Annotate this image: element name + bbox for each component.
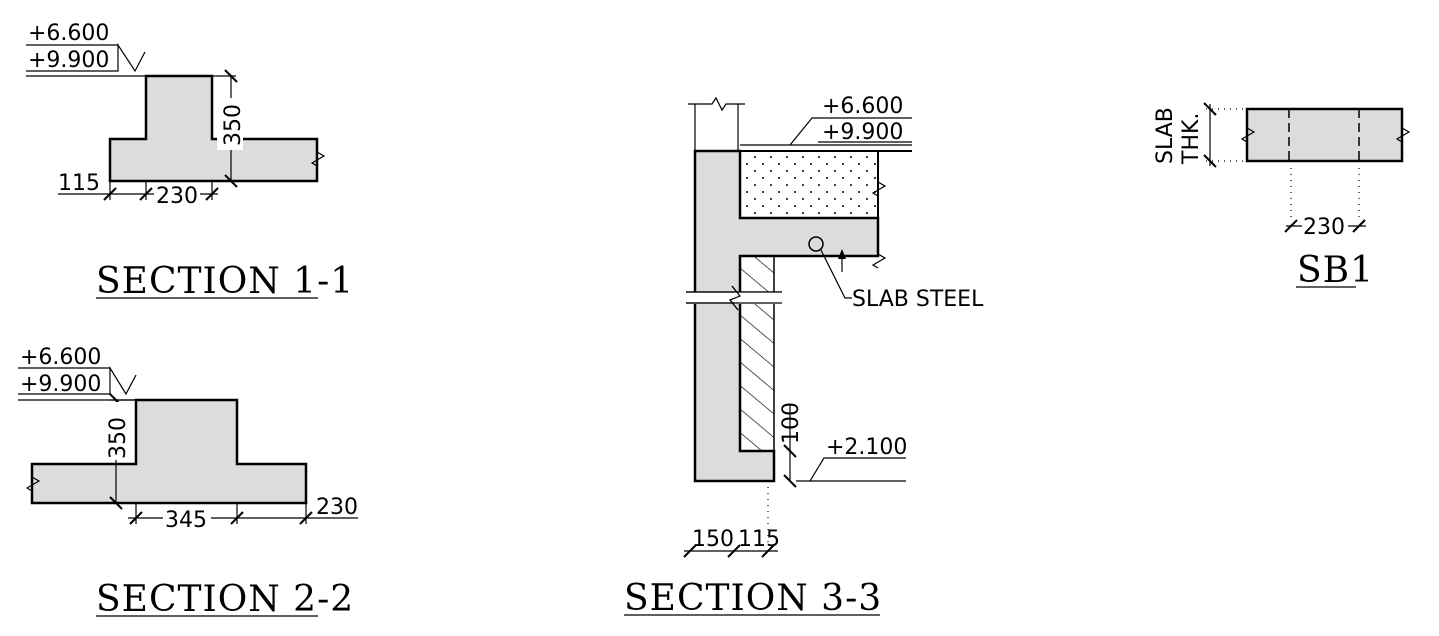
sb1-title: SB1 xyxy=(1297,250,1374,291)
dim-text-bg xyxy=(154,183,200,205)
slab-steel-arrowhead xyxy=(838,249,846,259)
dim-tick xyxy=(224,69,238,83)
break-mark xyxy=(25,464,41,503)
level-top-text: +6.600 xyxy=(20,345,101,370)
break-mark xyxy=(688,96,745,112)
dim-350-text: 350 xyxy=(221,104,246,146)
section-1-1: +6.600 +9.900 350 115 230 SECTION 1-1 xyxy=(26,21,354,302)
break-mark xyxy=(871,218,887,269)
dim-230-text: 230 xyxy=(156,184,198,209)
slab-steel-bar xyxy=(808,236,824,252)
level-marker xyxy=(789,117,818,146)
dim-tick xyxy=(727,544,741,558)
dim-115-text: 115 xyxy=(58,171,100,196)
level-top-text: +6.600 xyxy=(28,21,109,46)
dim-tick xyxy=(1203,102,1217,116)
break-mark xyxy=(310,139,326,181)
dim-text-bg xyxy=(163,507,211,529)
thk-label: THK. xyxy=(1179,113,1204,165)
dim-tick xyxy=(1352,219,1366,233)
infill-hatch xyxy=(739,255,775,452)
break-mark xyxy=(871,151,887,218)
dim-tick xyxy=(205,187,219,201)
break-gap xyxy=(735,292,785,304)
dim-text-bg xyxy=(1302,214,1348,236)
dim-text-bg xyxy=(217,98,243,150)
level-marker xyxy=(809,457,906,482)
dim-100-text: 100 xyxy=(779,402,804,444)
slab-steel-label: SLAB STEEL xyxy=(852,287,984,312)
level-marker xyxy=(18,365,137,396)
break-mark xyxy=(729,285,741,311)
dim-230-text: 230 xyxy=(1303,215,1345,240)
dim-230-text: 230 xyxy=(316,495,358,520)
section-2-2: +6.600 +9.900 350 345 230 SECTION 2-2 xyxy=(18,345,358,620)
beam-2-2-profile xyxy=(30,398,308,505)
dim-tick xyxy=(230,511,244,525)
dim-150-text: 150 xyxy=(692,527,734,552)
section-2-2-title: SECTION 2-2 xyxy=(96,579,354,620)
dim-345-text: 345 xyxy=(165,508,207,533)
slab-label: SLAB xyxy=(1153,107,1178,164)
section-3-3: +6.600 +9.900 SLAB STEEL 100 +2.100 xyxy=(624,94,984,619)
dim-tick xyxy=(109,496,123,510)
dim-350-text: 350 xyxy=(106,417,131,459)
section-1-1-title: SECTION 1-1 xyxy=(96,261,354,302)
dim-tick xyxy=(783,444,797,458)
screed-fill xyxy=(739,150,879,219)
dim-tick xyxy=(129,511,143,525)
sb1: SLAB THK. 230 SB1 xyxy=(1153,102,1411,291)
break-mark xyxy=(1395,109,1411,161)
sb1-slab xyxy=(1245,107,1404,163)
section-3-3-title: SECTION 3-3 xyxy=(624,578,882,619)
slab-steel-leader xyxy=(820,249,852,299)
dim-tick xyxy=(683,544,697,558)
level-marker xyxy=(26,42,146,73)
dim-tick xyxy=(224,174,238,188)
level-bottom-text: +9.900 xyxy=(822,120,903,145)
dim-tick xyxy=(139,187,153,201)
dim-tick xyxy=(761,544,775,558)
level-top-text: +6.600 xyxy=(822,94,903,119)
level-lower-text: +2.100 xyxy=(826,435,907,460)
beam-1-1-profile xyxy=(108,74,319,183)
dim-tick xyxy=(783,474,797,488)
level-bottom-text: +9.900 xyxy=(20,372,101,397)
dim-tick xyxy=(1284,219,1298,233)
dim-text-bg xyxy=(102,402,128,460)
dim-tick xyxy=(1203,154,1217,168)
level-bottom-text: +9.900 xyxy=(28,48,109,73)
dim-tick xyxy=(299,511,313,525)
break-mark xyxy=(1240,109,1256,161)
dim-tick xyxy=(103,187,117,201)
dim-115-text: 115 xyxy=(738,527,780,552)
